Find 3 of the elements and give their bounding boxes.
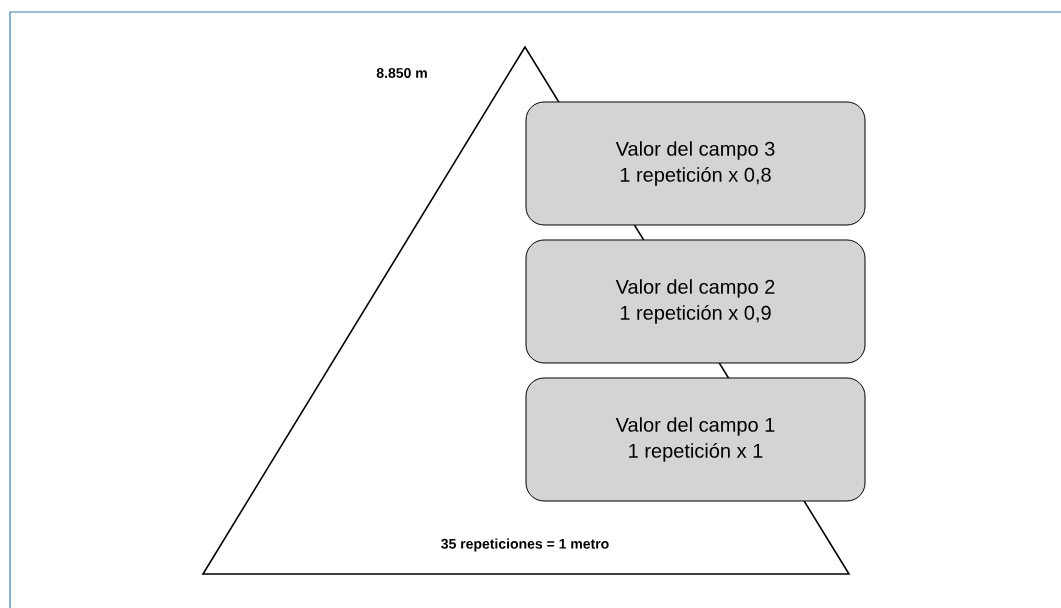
value-box: Valor del campo 2 1 repetición x 0,9 xyxy=(525,239,866,364)
height-label: 8.850 m xyxy=(376,68,427,78)
value-box: Valor del campo 3 1 repetición x 0,8 xyxy=(525,101,866,226)
